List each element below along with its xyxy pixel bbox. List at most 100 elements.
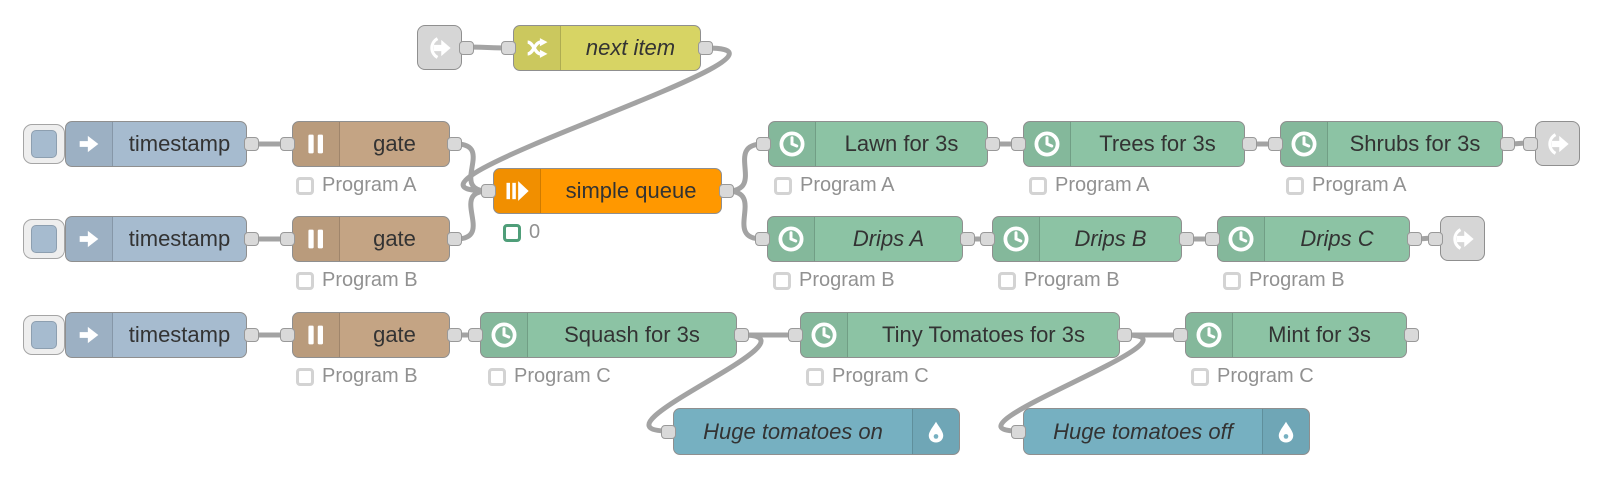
status-ring-icon	[1029, 176, 1047, 195]
input-port[interactable]	[980, 232, 995, 246]
node-drips-b[interactable]: Drips B	[980, 216, 1194, 262]
node-squash[interactable]: Squash for 3s	[468, 312, 749, 358]
node-drips-c[interactable]: Drips C	[1205, 216, 1422, 262]
node-link-out-2[interactable]	[1428, 216, 1485, 261]
input-port[interactable]	[1011, 137, 1026, 151]
node-gate-2[interactable]: gate	[280, 216, 462, 262]
input-port[interactable]	[1268, 137, 1283, 151]
input-port[interactable]	[755, 232, 770, 246]
output-port[interactable]	[447, 137, 462, 151]
output-port[interactable]	[719, 184, 734, 198]
inject-button[interactable]	[23, 219, 65, 259]
node-label: timestamp	[128, 226, 231, 251]
node-inject-timestamp-1[interactable]: timestamp	[65, 121, 259, 167]
output-port[interactable]	[960, 232, 975, 246]
input-port[interactable]	[1173, 328, 1188, 342]
node-inject-timestamp-2[interactable]: timestamp	[65, 216, 259, 262]
node-label: timestamp	[128, 322, 231, 347]
node-gate-3[interactable]: Program B gate	[280, 312, 462, 358]
wire[interactable]	[724, 141, 766, 194]
status-text: Program A	[800, 174, 895, 196]
link-arrow-icon	[1547, 132, 1569, 155]
output-port[interactable]	[244, 232, 259, 246]
status-ring-icon	[998, 271, 1016, 290]
node-link-out-1[interactable]	[1523, 121, 1580, 166]
input-port[interactable]	[468, 328, 483, 342]
input-port[interactable]	[280, 232, 295, 246]
node-mint[interactable]: Mint for 3s	[1173, 312, 1419, 358]
wire[interactable]	[998, 332, 1146, 434]
status-ring-icon	[1191, 367, 1209, 386]
input-port[interactable]	[280, 137, 295, 151]
output-port[interactable]	[1500, 137, 1515, 151]
input-port[interactable]	[280, 328, 295, 342]
input-port[interactable]	[756, 137, 771, 151]
output-port[interactable]	[244, 137, 259, 151]
node-label: Drips B	[1074, 226, 1147, 251]
clock-icon	[1291, 131, 1317, 157]
arrow-right-icon	[79, 230, 99, 248]
status-ring-icon	[296, 176, 314, 195]
input-port[interactable]	[1428, 231, 1443, 246]
status-ring-icon	[296, 271, 314, 290]
queue-play-icon	[506, 181, 529, 201]
output-port[interactable]	[734, 328, 749, 342]
status-text: Program B	[322, 269, 418, 291]
status-ring-icon	[773, 271, 791, 290]
wire[interactable]	[646, 332, 764, 434]
output-port[interactable]	[1117, 328, 1132, 342]
output-port[interactable]	[1404, 328, 1419, 342]
input-port[interactable]	[1205, 232, 1220, 246]
node-gate-1[interactable]: gate	[280, 121, 462, 167]
node-status: Program C	[1191, 365, 1314, 388]
output-port[interactable]	[1242, 137, 1257, 151]
status-ring-icon	[806, 367, 824, 386]
input-port[interactable]	[501, 41, 516, 55]
link-arrow-icon	[429, 36, 451, 59]
wire[interactable]	[724, 188, 765, 242]
node-inject-timestamp-3[interactable]: timestamp	[65, 312, 259, 358]
node-status: Program A	[1029, 174, 1149, 197]
status-text: Program C	[514, 365, 611, 387]
node-label: gate	[373, 226, 416, 251]
node-label: simple queue	[565, 178, 697, 203]
status-text: Program A	[1312, 174, 1407, 196]
inject-button[interactable]	[23, 124, 65, 164]
node-link-in[interactable]	[417, 25, 474, 70]
input-port[interactable]	[481, 184, 496, 198]
input-port[interactable]	[788, 328, 803, 342]
droplet-icon	[928, 421, 944, 442]
input-port[interactable]	[1523, 136, 1538, 151]
status-ring-icon	[774, 176, 792, 195]
clock-icon	[779, 131, 805, 157]
output-port[interactable]	[459, 40, 474, 55]
node-next-item[interactable]: next item	[501, 25, 713, 71]
status-text: Program B	[1249, 269, 1345, 291]
arrow-right-icon	[79, 135, 99, 153]
clock-icon	[1196, 322, 1222, 348]
node-shrubs[interactable]: Shrubs for 3s	[1268, 121, 1515, 167]
node-trees[interactable]: Trees for 3s	[1011, 121, 1257, 167]
node-label: gate	[373, 322, 416, 347]
input-port[interactable]	[1011, 424, 1026, 439]
node-tiny-tomatoes[interactable]: Tiny Tomatoes for 3s	[788, 312, 1132, 358]
wire[interactable]	[453, 141, 491, 194]
output-port[interactable]	[698, 41, 713, 55]
node-status: Program C	[488, 365, 611, 388]
node-drips-a[interactable]: Drips A	[755, 216, 975, 262]
input-port[interactable]	[661, 424, 676, 439]
output-port[interactable]	[447, 328, 462, 342]
node-lawn[interactable]: Lawn for 3s	[756, 121, 1000, 167]
wire[interactable]	[461, 45, 732, 194]
node-huge-tomatoes-off[interactable]: Huge tomatoes off	[1011, 408, 1310, 455]
wire[interactable]	[453, 188, 491, 242]
output-port[interactable]	[985, 137, 1000, 151]
output-port[interactable]	[1179, 232, 1194, 246]
output-port[interactable]	[1407, 232, 1422, 246]
output-port[interactable]	[244, 328, 259, 342]
inject-button[interactable]	[23, 315, 65, 355]
node-simple-queue[interactable]: simple queue	[481, 168, 734, 214]
node-huge-tomatoes-on[interactable]: Huge tomatoes on	[661, 408, 960, 455]
output-port[interactable]	[447, 232, 462, 246]
